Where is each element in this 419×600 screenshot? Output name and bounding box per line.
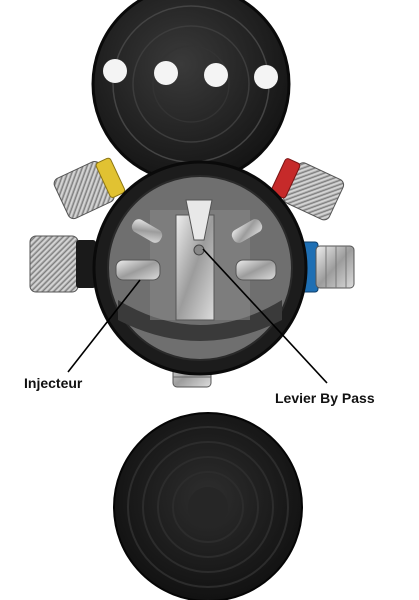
vent-hole — [154, 61, 178, 85]
port-black — [29, 235, 96, 293]
callout-line-levier — [202, 248, 328, 384]
lid-icon — [91, 0, 291, 184]
label-injecteur: Injecteur — [24, 375, 83, 391]
port-red — [270, 158, 345, 221]
rubber-cap-icon — [113, 412, 303, 600]
port-yellow — [53, 157, 126, 220]
internal-valves — [115, 199, 277, 321]
vent-hole — [254, 65, 278, 89]
callout-line-injecteur — [67, 279, 141, 373]
vent-hole — [103, 59, 127, 83]
vent-hole — [204, 63, 228, 87]
label-levier-by-pass: Levier By Pass — [275, 390, 375, 406]
